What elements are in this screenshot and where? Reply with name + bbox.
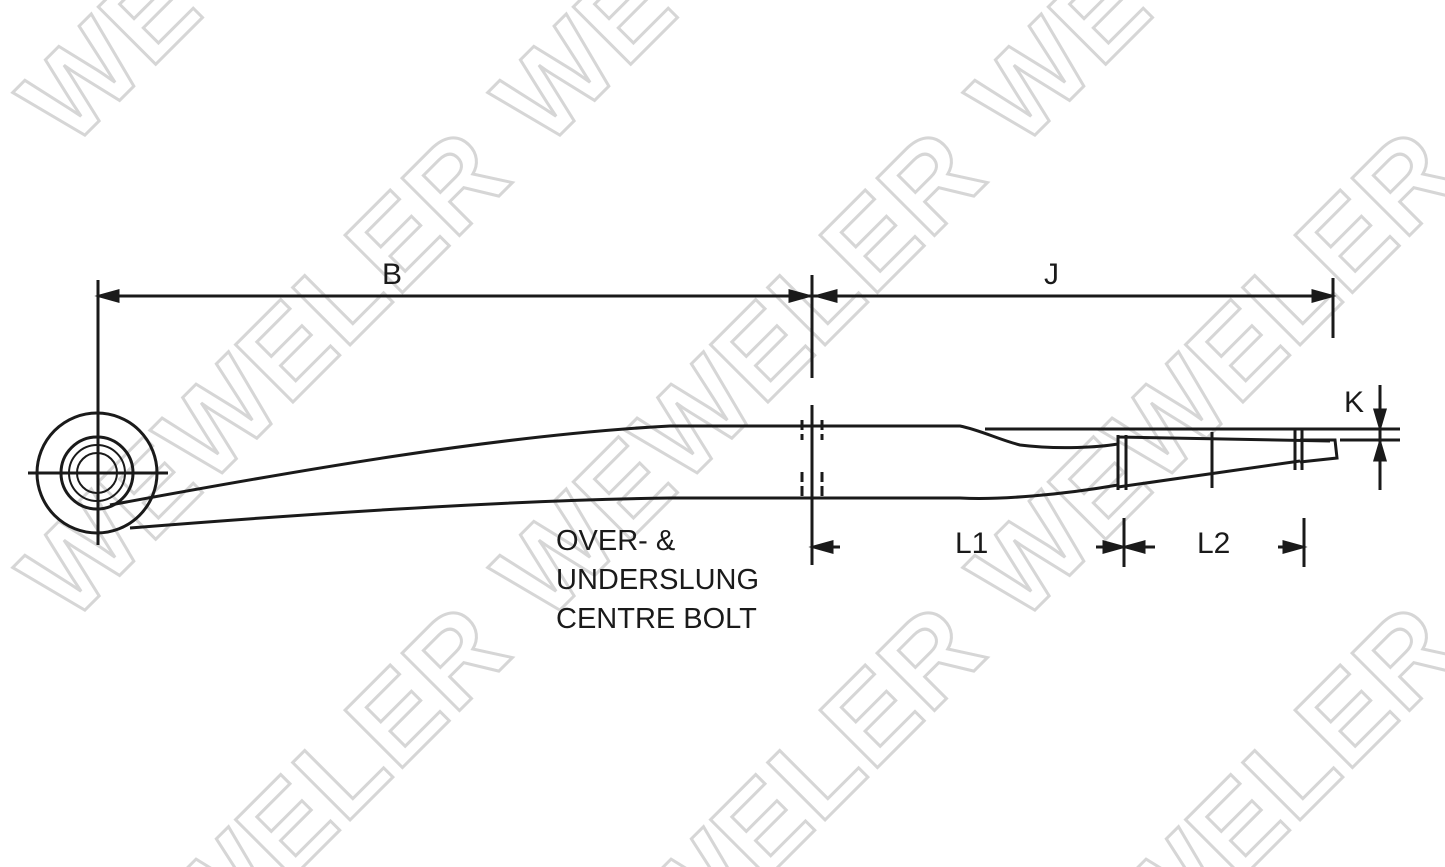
svg-text:WEWELER: WEWELER: [945, 104, 1445, 643]
note-line-1: OVER- &: [556, 525, 676, 557]
label-l2: L2: [1197, 527, 1231, 560]
label-l1: L1: [955, 527, 989, 560]
note-line-3: CENTRE BOLT: [556, 603, 757, 635]
label-j: J: [1044, 258, 1059, 291]
dimension-k: [1340, 385, 1400, 490]
centre-bolt-note: OVER- & UNDERSLUNG CENTRE BOLT: [556, 522, 759, 639]
note-line-2: UNDERSLUNG: [556, 564, 760, 596]
label-b: B: [382, 258, 403, 291]
svg-text:WEWELER: WEWELER: [0, 104, 534, 643]
dimension-l1-l2: [808, 518, 1308, 567]
spring-eye: [28, 411, 168, 535]
label-k: K: [1344, 386, 1365, 419]
spring-leaf: [109, 420, 1400, 530]
